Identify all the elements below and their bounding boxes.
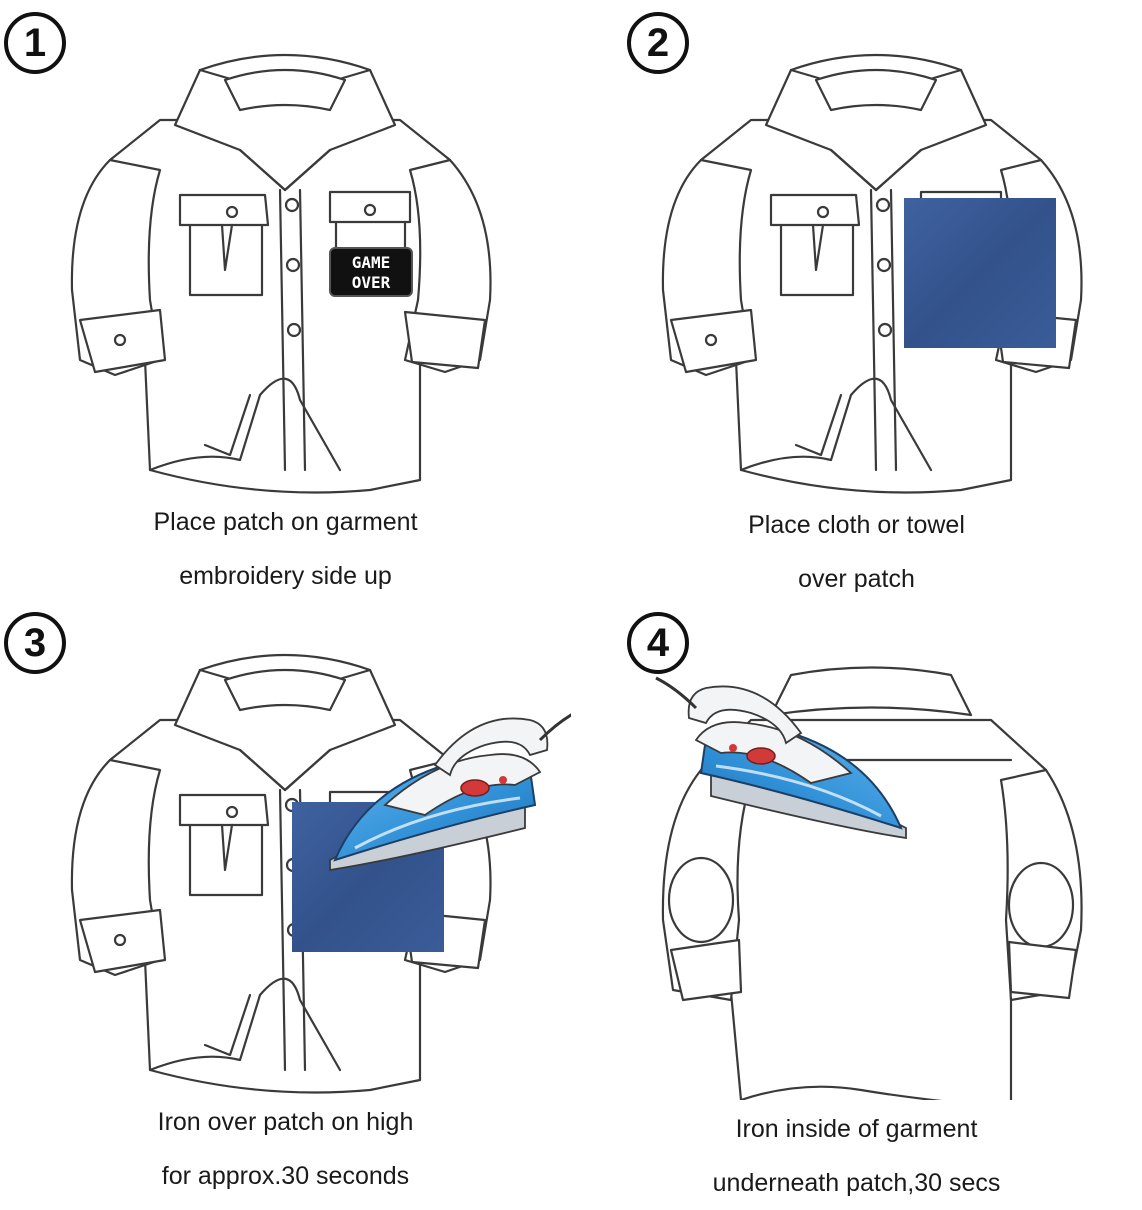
caption-line1: Iron inside of garment [735,1115,978,1143]
shirt-back-illustration [654,666,1083,1100]
step-number-badge: 4 [627,612,689,674]
shirt-front-illustration [70,653,571,1094]
step-number-badge: 1 [4,12,66,74]
step-3-panel: 3 Iron over patch on high for approx.30 … [0,600,571,1200]
caption-line1: Place cloth or towel [748,511,965,539]
step-caption: Place cloth or towel over patch [571,498,1142,606]
step-caption: Iron over patch on high for approx.30 se… [0,1095,571,1203]
shirt-front-illustration [661,53,1083,494]
step-4-panel: 4 Iron inside of garment underneath patc… [571,600,1142,1200]
step-number-badge: 2 [627,12,689,74]
pressing-cloth [904,198,1056,348]
patch-line1: GAME [352,253,391,272]
step-number-badge: 3 [4,612,66,674]
shirt-front-illustration: GAME OVER [70,53,492,494]
patch-line2: OVER [352,273,391,292]
game-over-patch: GAME OVER [329,247,413,297]
step-caption: Iron inside of garment underneath patch,… [571,1102,1142,1210]
step-caption: Place patch on garment embroidery side u… [0,495,571,603]
caption-line2: underneath patch,30 secs [712,1169,1001,1197]
caption-line2: over patch [798,565,915,593]
caption-line2: embroidery side up [179,562,392,590]
step-1-panel: GAME OVER 1 Place patch on garment embro… [0,0,571,600]
caption-line2: for approx.30 seconds [161,1162,410,1190]
caption-line1: Place patch on garment [153,508,418,536]
caption-line1: Iron over patch on high [157,1108,414,1136]
step-2-panel: 2 Place cloth or towel over patch [571,0,1142,600]
